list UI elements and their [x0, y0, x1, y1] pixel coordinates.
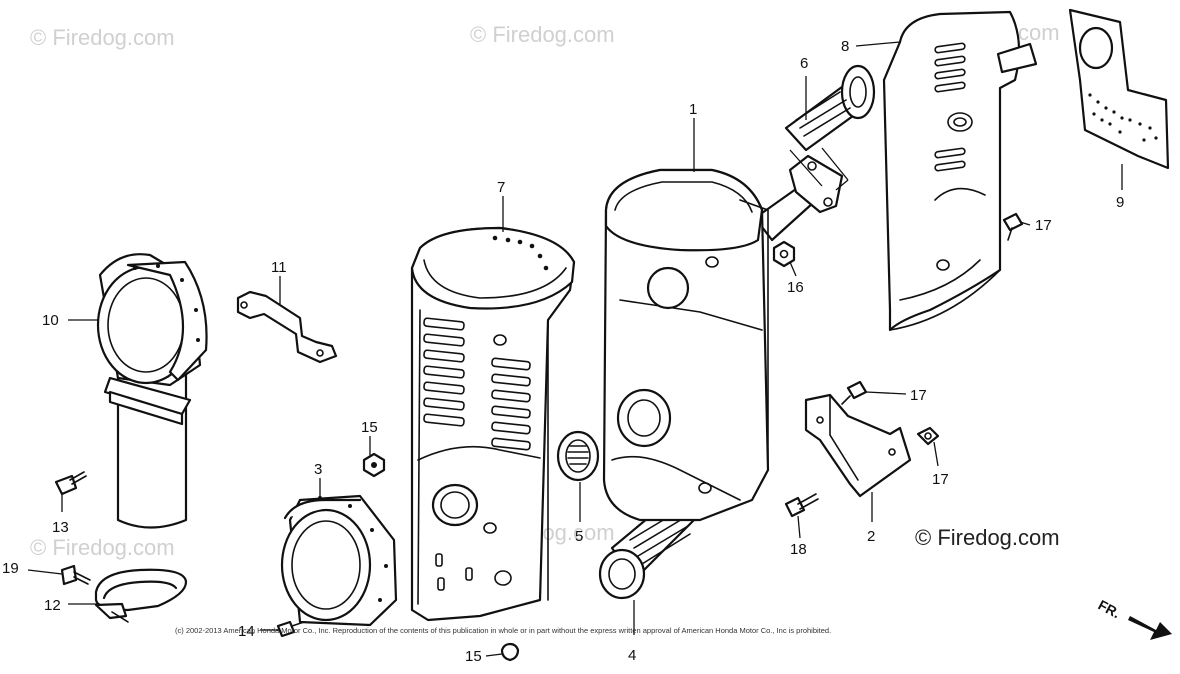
callout-6: 6: [800, 55, 808, 72]
part-7-protector: [410, 226, 576, 622]
front-arrow-icon: [1128, 616, 1172, 640]
callout-12: 12: [44, 597, 61, 614]
part-17-bolt-mid: [841, 380, 868, 405]
watermark-top-center: © Firedog.com: [470, 22, 615, 47]
watermark-mid-left: © Firedog.com: [30, 535, 175, 560]
callout-10: 10: [42, 312, 59, 329]
part-3-cover: [280, 494, 398, 627]
front-label: FR.: [1096, 597, 1123, 622]
watermark-bottom-right: © Firedog.com: [915, 525, 1060, 550]
callout-18: 18: [790, 541, 807, 558]
callout-13: 13: [52, 519, 69, 536]
part-8-shield: [882, 10, 1038, 332]
callout-17-mid: 17: [910, 387, 927, 404]
part-17-bolt-upper: [1002, 212, 1024, 241]
part-1-muffler: [602, 154, 844, 522]
callout-9: 9: [1116, 194, 1124, 211]
watermark-top-left: © Firedog.com: [30, 25, 175, 50]
callout-14: 14: [238, 623, 255, 640]
callout-8: 8: [841, 38, 849, 55]
front-direction-indicator: FR.: [1096, 597, 1172, 640]
callout-17-upper: 17: [1035, 217, 1052, 234]
callout-2: 2: [867, 528, 875, 545]
callout-1: 1: [689, 101, 697, 118]
part-12-clamp: [94, 568, 188, 623]
leader-lines: [27, 41, 1123, 657]
part-15-nut-upper: [362, 452, 386, 478]
part-14-screw: [276, 620, 305, 638]
callout-19: 19: [2, 560, 19, 577]
callout-16: 16: [787, 279, 804, 296]
part-16-nut: [772, 240, 796, 268]
callout-5: 5: [575, 528, 583, 545]
part-2-stay: [804, 393, 912, 498]
callout-15-lower: 15: [465, 648, 482, 665]
part-13-bolt: [54, 471, 87, 496]
part-10-deflector: [96, 253, 208, 529]
part-9-plate: [1068, 8, 1170, 170]
part-18-bolt: [784, 493, 819, 518]
callout-15-upper: 15: [361, 419, 378, 436]
part-17-bolt-lower: [916, 426, 940, 446]
part-11-bracket: [236, 290, 338, 364]
copyright-notice: (c) 2002-2013 American Honda Motor Co., …: [175, 626, 831, 635]
callout-17-lower: 17: [932, 471, 949, 488]
part-15-nut-lower: [500, 642, 520, 662]
callout-3: 3: [314, 461, 322, 478]
callout-4: 4: [628, 647, 636, 664]
callout-11: 11: [271, 259, 287, 276]
callout-7: 7: [497, 179, 505, 196]
part-19-bolt: [60, 564, 91, 586]
part-6-arrester: [784, 64, 876, 152]
part-5-screen: [556, 430, 600, 482]
